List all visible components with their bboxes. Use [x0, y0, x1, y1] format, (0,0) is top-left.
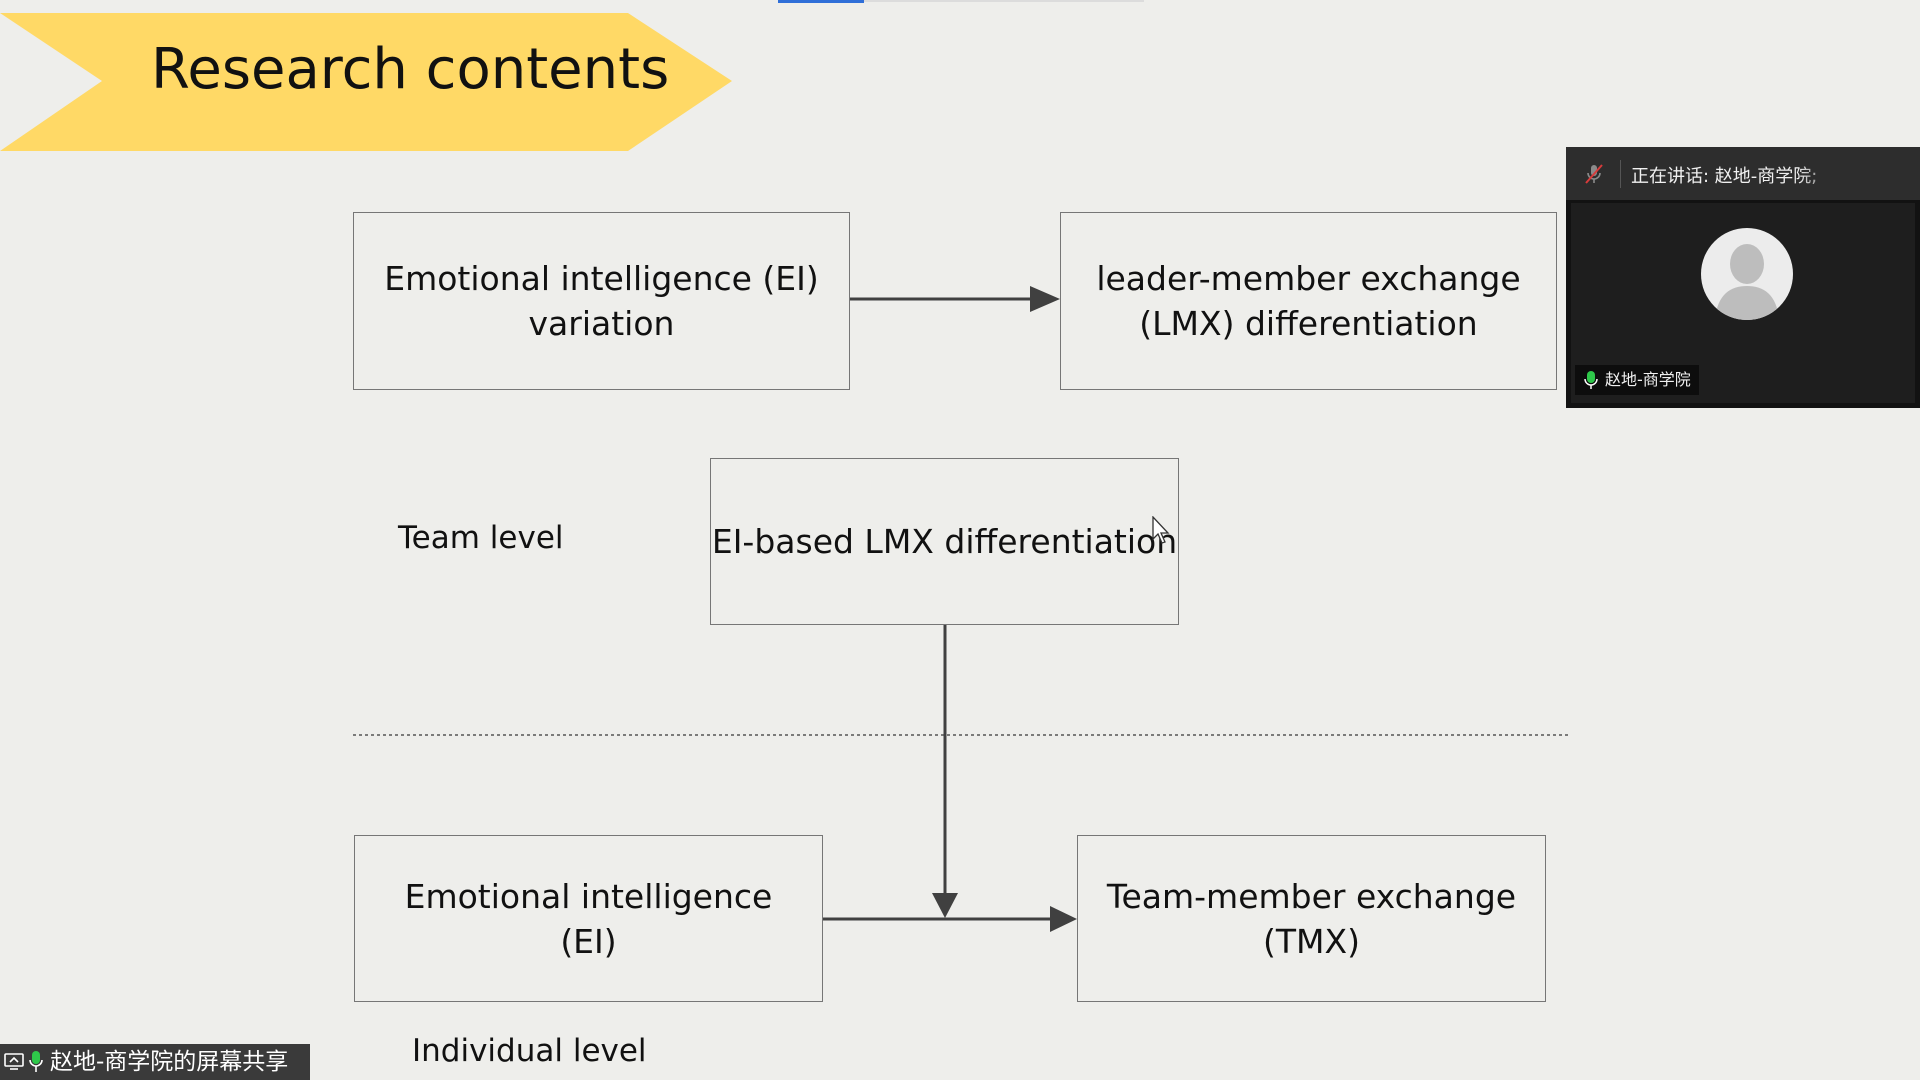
box-ei-based-lmx-label: EI-based LMX differentiation — [711, 522, 1178, 561]
mic-active-icon — [1584, 371, 1598, 389]
share-progress-indicator — [778, 0, 864, 3]
box-lmx-differentiation: leader-member exchange (LMX) differentia… — [1060, 212, 1557, 390]
speaker-header: 正在讲话: 赵地-商学院; — [1566, 147, 1920, 200]
box-tmx-line2: (TMX) — [1263, 921, 1360, 961]
box-lmx-line2: (LMX) differentiation — [1139, 304, 1478, 343]
team-level-label: Team level — [398, 520, 564, 556]
title-banner — [0, 13, 732, 151]
mic-muted-icon[interactable] — [1582, 162, 1606, 186]
header-divider — [1620, 160, 1621, 188]
user-silhouette-icon — [1715, 244, 1779, 320]
speaker-video-panel[interactable]: 正在讲话: 赵地-商学院; 赵地-商学院 — [1566, 147, 1920, 408]
box-ei: Emotional intelligence (EI) — [354, 835, 823, 1002]
screen-share-icon — [4, 1053, 24, 1070]
arrow-ei-variation-to-lmx — [850, 286, 1060, 312]
screen-share-indicator[interactable]: 赵地-商学院的屏幕共享 — [0, 1044, 310, 1080]
box-ei-variation-line1: Emotional intelligence (EI) — [384, 259, 819, 298]
box-ei-variation: Emotional intelligence (EI) variation — [353, 212, 850, 390]
participant-video-area: 赵地-商学院 — [1571, 203, 1915, 403]
box-ei-variation-line2: variation — [528, 304, 675, 343]
box-tmx: Team-member exchange (TMX) — [1077, 835, 1546, 1002]
box-ei-line2: (EI) — [560, 921, 617, 961]
avatar — [1701, 228, 1793, 320]
arrow-moderator-to-path — [932, 625, 958, 918]
header-fade — [1798, 157, 1858, 191]
now-speaking-label: 正在讲话: 赵地-商学院; — [1631, 166, 1818, 187]
mic-active-icon — [29, 1051, 43, 1072]
share-progress-track — [864, 0, 1144, 2]
screen-share-label: 赵地-商学院的屏幕共享 — [50, 1049, 289, 1075]
box-tmx-line1: Team-member exchange — [1106, 876, 1517, 916]
box-ei-based-lmx: EI-based LMX differentiation — [710, 458, 1179, 625]
individual-level-label: Individual level — [412, 1033, 647, 1069]
box-lmx-line1: leader-member exchange — [1096, 259, 1521, 298]
slide-title: Research contents — [151, 37, 670, 102]
participant-name-tag: 赵地-商学院 — [1575, 365, 1699, 395]
mouse-cursor-icon — [1152, 516, 1170, 544]
box-ei-line1: Emotional intelligence — [404, 876, 773, 916]
arrow-ei-to-tmx — [823, 906, 1077, 932]
participant-name: 赵地-商学院 — [1605, 370, 1691, 389]
